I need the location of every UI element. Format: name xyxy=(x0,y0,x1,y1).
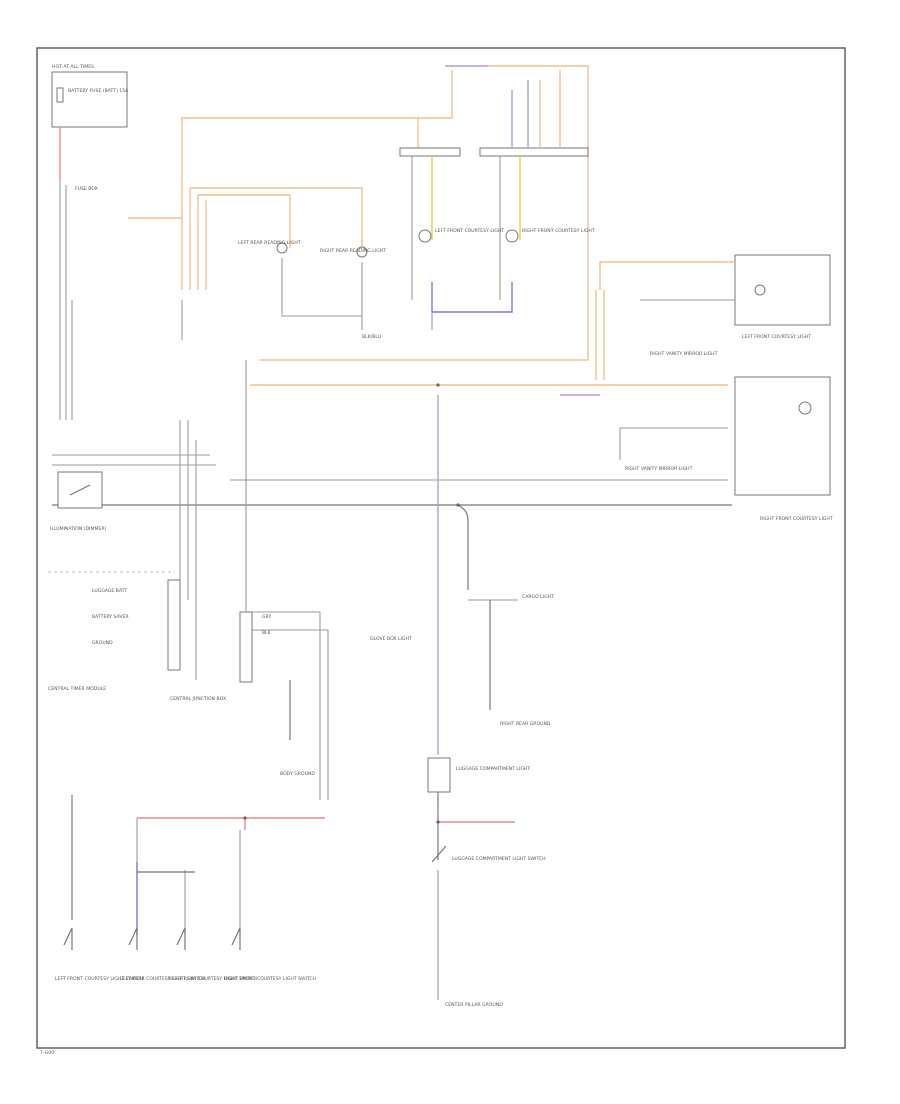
svg-text:LEFT REAR COURTESY LIGHT SWITC: LEFT REAR COURTESY LIGHT SWITCH xyxy=(120,976,205,982)
fuse-box: HOT AT ALL TIMES BATTERY FUSE (BATT) 15A xyxy=(51,64,129,128)
right-front-courtesy-light: RIGHT FRONT COURTESY LIGHT xyxy=(505,228,595,243)
svg-text:LEFT FRONT COURTESY LIGHT: LEFT FRONT COURTESY LIGHT xyxy=(742,334,811,340)
diagram-frame xyxy=(36,47,846,1049)
svg-text:CENTRAL TIMER MODULE: CENTRAL TIMER MODULE xyxy=(48,686,106,692)
svg-text:BODY GROUND: BODY GROUND xyxy=(280,771,315,777)
fuse-box2-label: FUSE BOX xyxy=(75,186,98,192)
svg-text:LEFT REAR READING LIGHT: LEFT REAR READING LIGHT xyxy=(238,240,301,246)
illumination-switch: ILLUMINATION (DIMMER) xyxy=(50,471,107,532)
front-reading-light: RIGHT FRONT COURTESY LIGHT xyxy=(734,376,833,522)
fuse-label: BATTERY FUSE (BATT) 15A xyxy=(68,88,129,94)
svg-text:CARGO LIGHT: CARGO LIGHT xyxy=(522,594,554,600)
svg-text:ILLUMINATION (DIMMER): ILLUMINATION (DIMMER) xyxy=(50,526,107,532)
door-switch-rr: RIGHT REAR COURTESY LIGHT SWITCH xyxy=(168,927,257,982)
cargo-light: CARGO LIGHT RIGHT REAR GROUND xyxy=(468,594,554,727)
svg-text:RIGHT FRONT COURTESY LIGHT: RIGHT FRONT COURTESY LIGHT xyxy=(522,228,595,234)
svg-text:LUGGAGE COMPARTMENT LIGHT: LUGGAGE COMPARTMENT LIGHT xyxy=(456,766,530,772)
center-junction: GRY BLK xyxy=(239,611,272,683)
central-junction-box: LUGGAGE BATT BATTERY SAVER GROUND CENTRA… xyxy=(48,579,226,702)
svg-text:LEFT FRONT COURTESY LIGHT: LEFT FRONT COURTESY LIGHT xyxy=(435,228,504,234)
svg-text:BLK: BLK xyxy=(262,630,272,636)
page-code: 7-G00 xyxy=(40,1050,54,1056)
svg-text:CENTRAL JUNCTION BOX: CENTRAL JUNCTION BOX xyxy=(170,696,226,702)
svg-text:GLOVE BOX LIGHT: GLOVE BOX LIGHT xyxy=(370,636,412,642)
svg-text:RIGHT VANITY MIRROR LIGHT: RIGHT VANITY MIRROR LIGHT xyxy=(625,466,693,472)
door-switch-lf: LEFT FRONT COURTESY LIGHT SWITCH xyxy=(55,927,144,982)
svg-text:LUGGAGE BATT: LUGGAGE BATT xyxy=(92,588,127,594)
svg-text:RIGHT REAR READING LIGHT: RIGHT REAR READING LIGHT xyxy=(320,248,386,254)
left-front-courtesy-light: LEFT FRONT COURTESY LIGHT xyxy=(418,228,504,243)
svg-text:BATTERY SAVER: BATTERY SAVER xyxy=(92,614,129,620)
svg-text:LEFT FRONT COURTESY LIGHT SWIT: LEFT FRONT COURTESY LIGHT SWITCH xyxy=(55,976,144,982)
svg-text:RIGHT VANITY MIRROR LIGHT: RIGHT VANITY MIRROR LIGHT xyxy=(650,351,718,357)
svg-text:GRY: GRY xyxy=(262,614,271,620)
svg-text:GROUND: GROUND xyxy=(92,640,113,646)
right-rear-reading-light: RIGHT REAR READING LIGHT xyxy=(320,246,386,258)
right-vanity-mirror-light: LEFT FRONT COURTESY LIGHT xyxy=(734,254,831,340)
fuse-box-label: HOT AT ALL TIMES xyxy=(52,64,94,70)
luggage-compartment-light: LUGGAGE COMPARTMENT LIGHT xyxy=(427,757,530,793)
left-rear-reading-light: LEFT REAR READING LIGHT xyxy=(238,240,301,254)
door-switch-lr: LEFT REAR COURTESY LIGHT SWITCH xyxy=(120,927,205,982)
door-switch-rf: RIGHT FRONT COURTESY LIGHT SWITCH xyxy=(224,927,316,982)
svg-text:RIGHT FRONT COURTESY LIGHT SWI: RIGHT FRONT COURTESY LIGHT SWITCH xyxy=(224,976,316,982)
svg-text:LUGGAGE COMPARTMENT LIGHT SWIT: LUGGAGE COMPARTMENT LIGHT SWITCH xyxy=(452,856,546,862)
luggage-compartment-switch: LUGGAGE COMPARTMENT LIGHT SWITCH xyxy=(431,845,546,863)
svg-text:CENTER PILLAR GROUND: CENTER PILLAR GROUND xyxy=(445,1002,503,1008)
svg-text:RIGHT FRONT COURTESY LIGHT: RIGHT FRONT COURTESY LIGHT xyxy=(760,516,833,522)
svg-text:RIGHT REAR GROUND: RIGHT REAR GROUND xyxy=(500,721,551,727)
svg-text:BLK/BLU: BLK/BLU xyxy=(362,334,381,340)
svg-text:RIGHT REAR COURTESY LIGHT SWIT: RIGHT REAR COURTESY LIGHT SWITCH xyxy=(168,976,257,982)
top-connector xyxy=(399,147,589,157)
